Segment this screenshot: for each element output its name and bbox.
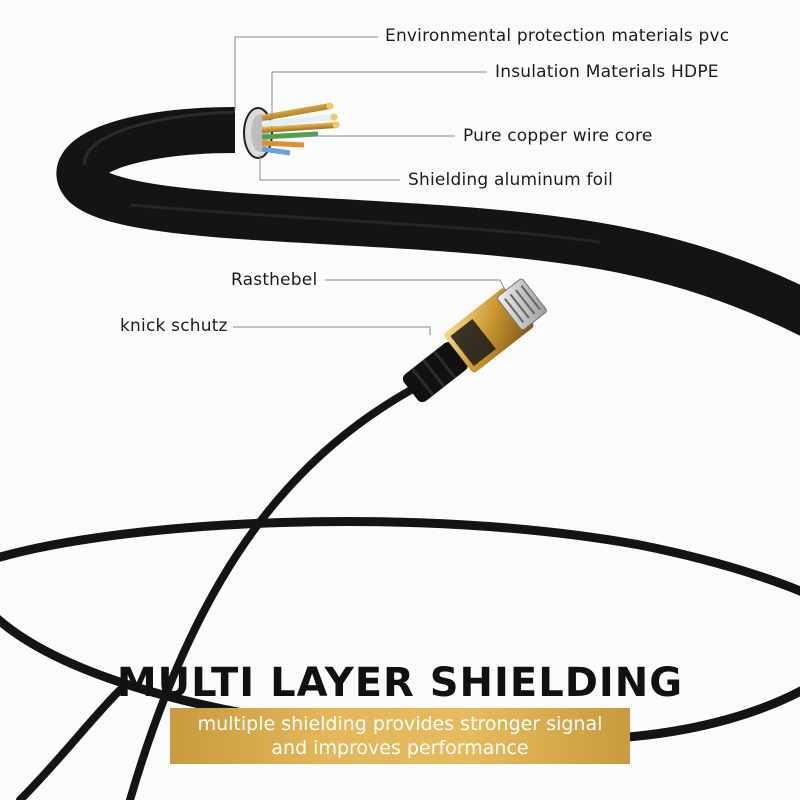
feature-banner: multiple shielding provides stronger sig… bbox=[170, 708, 630, 764]
rj45-connector bbox=[402, 278, 547, 403]
copper-wires bbox=[261, 102, 340, 156]
callout-strain-relief: knick schutz bbox=[120, 316, 228, 336]
headline: MULTI LAYER SHIELDING bbox=[116, 660, 684, 706]
callout-foil: Shielding aluminum foil bbox=[408, 170, 614, 190]
callout-core: Pure copper wire core bbox=[463, 126, 653, 146]
cable-loop-back bbox=[0, 516, 800, 596]
callout-outer-jacket: Environmental protection materials pvc bbox=[385, 26, 730, 46]
cable-loop-left bbox=[16, 686, 124, 800]
callout-latch: Rasthebel bbox=[231, 270, 318, 290]
banner-line-2: and improves performance bbox=[271, 737, 529, 759]
thin-cable bbox=[126, 381, 424, 800]
thick-cable bbox=[56, 107, 800, 336]
banner-line-1: multiple shielding provides stronger sig… bbox=[197, 713, 603, 735]
callout-leaders bbox=[233, 36, 506, 335]
strain-relief-boot bbox=[402, 342, 468, 403]
callout-insulation: Insulation Materials HDPE bbox=[495, 62, 719, 82]
